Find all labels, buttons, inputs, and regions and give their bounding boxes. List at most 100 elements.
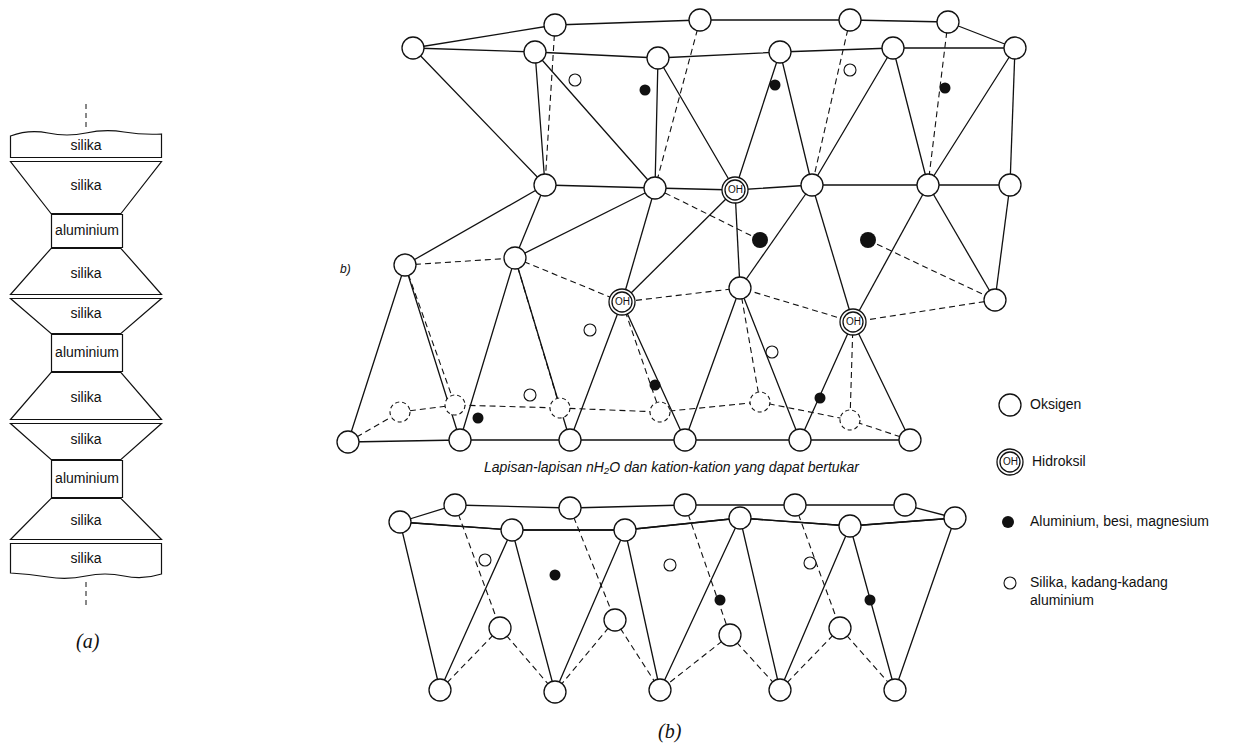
oxygen-atom [604,609,626,631]
hydroxyl-atom [840,309,866,335]
crystal-bonds [545,185,1010,190]
interlayer-note: Lapisan-lapisan nH₂O dan kation-kation y… [481,459,862,475]
sheet-text-area: silika [10,161,162,214]
legend-sample [999,394,1021,416]
metal-cation [860,232,876,248]
silicon-atom [524,389,536,401]
oxygen-atom [719,624,741,646]
hidden-oxygen-atom [390,392,860,430]
crystal-hidden-bonds [570,508,615,620]
legend-sample [1002,516,1014,528]
alumina-sheet: aluminium [51,214,123,248]
sheet-text-area: silika [10,423,162,460]
sheet-outline [11,544,162,579]
oxygen-atom [884,679,906,701]
crystal-hidden-bonds [440,628,500,690]
sheet-outline [11,373,162,420]
crystal-bonds [570,302,685,440]
oxygen-atom [674,494,696,516]
oxygen-atom [944,507,966,529]
metal-cation [770,80,781,91]
sheet-text-area: silika [10,543,162,580]
oxygen-atom [559,497,581,519]
legend-sample [997,394,1023,589]
legend-text: Aluminium, besi, magnesium [1030,513,1209,531]
alumina-sheet: aluminium [51,334,123,372]
sheet-text-area: silika [10,372,162,420]
sheet-label: silika [70,432,101,447]
metal-cation [865,595,876,606]
sheet-text-area: silika [10,248,162,295]
oxygen-atom [559,429,581,451]
oxygen-atom [789,429,811,451]
crystal-hidden-bonds [685,505,730,635]
oxygen-atom [689,9,711,31]
crystal-bonds [535,52,658,188]
figure-letter: (b) [658,720,681,743]
crystal-bonds [515,185,545,258]
crystal-bonds [413,48,545,185]
hydroxyl-atom [843,312,863,332]
crystal-hidden-bonds [555,620,615,692]
crystal-hidden-bonds [840,628,895,690]
oxygen-atom [337,431,359,453]
sheet-outline [52,215,123,248]
legend-sample [1004,577,1016,589]
crystal-hidden-bonds [868,240,995,300]
crystal-bonds [800,322,910,440]
crystal-bonds [348,20,1015,692]
silicon-atom [569,74,581,86]
oxygen-atom [769,41,791,63]
oxygen-atom [644,177,666,199]
crystal-bonds [893,48,1015,185]
sheet-text-area: aluminium [51,460,123,498]
crystal-hidden-bonds [405,265,455,405]
hydroxyl-atom [609,177,866,335]
hidden-oxygen-atom [650,402,670,422]
part-letter: b) [340,263,351,277]
silicon-atom [664,559,676,571]
oxygen-atom [544,14,566,36]
crystal-hidden-bonds [455,505,500,628]
oxygen-atom [647,47,669,69]
center-line [86,582,87,606]
oxygen-atom [829,617,851,639]
oxygen-atom [801,174,823,196]
sheet-label: silika [70,390,101,405]
crystal-hidden-bonds [515,258,560,408]
silica-sheet: silika [10,372,162,420]
crystal-bonds [622,190,735,302]
hidden-oxygen-atom [750,392,770,412]
crystal-bonds [1010,48,1015,185]
sheet-outline [11,299,162,334]
hidden-oxygen-atom [390,402,410,422]
figure-letter: (a) [76,630,99,653]
sheet-label: aluminium [55,345,119,360]
crystal-hidden-bonds [405,258,995,322]
crystal-bonds [685,288,800,440]
crystal-bonds [348,265,460,442]
sheet-label: aluminium [55,223,119,238]
crystal-hidden-bonds [348,402,910,442]
oxygen-atom [729,277,751,299]
oxygen-atom [534,174,556,196]
oxygen-atom [1004,37,1026,59]
metal-cation [940,83,951,94]
crystal-hidden-bonds [660,635,730,690]
crystal-hidden-bonds [928,22,948,185]
oxygen-atom [649,679,671,701]
sheet-label: silika [70,266,101,281]
crystal-bonds [515,188,655,258]
sheet-text-area: silika [10,128,162,158]
silica-sheet: silika [10,298,162,334]
crystal-bonds [740,518,850,690]
crystal-bonds [735,190,740,288]
sheet-outline [11,249,162,295]
hydroxyl-symbol: OH [1003,456,1018,468]
metal-cation [815,393,826,404]
crystal-bonds [928,185,995,300]
crystal-bonds [400,522,512,690]
metal-cation [752,232,768,248]
sheet-text-area: silika [10,498,162,540]
